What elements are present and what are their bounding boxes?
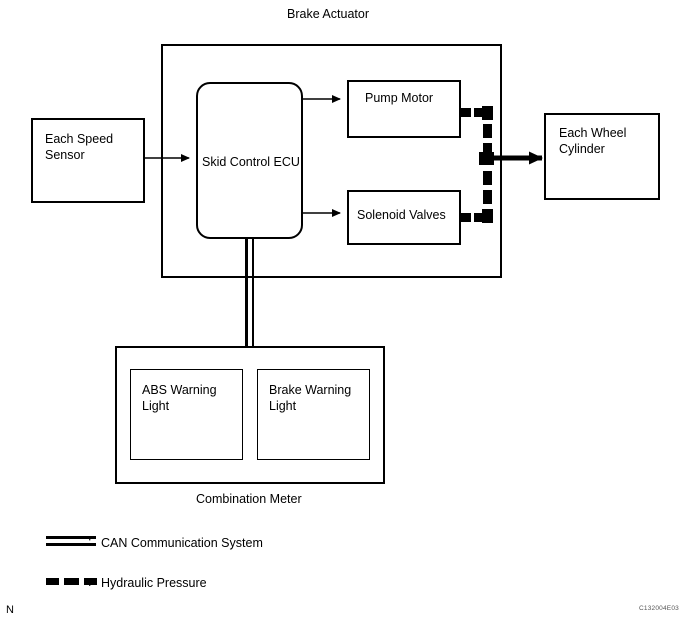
hydraulic-dash — [483, 171, 492, 185]
each-speed-sensor-label: Each Speed Sensor — [45, 132, 114, 162]
hydraulic-dash — [483, 190, 492, 204]
hydraulic-dash — [482, 209, 493, 223]
page-mark: N — [6, 604, 14, 616]
legend-can-label: CAN Communication System — [101, 536, 263, 550]
combination-meter-caption: Combination Meter — [196, 492, 302, 506]
solenoid-valves-label: Solenoid Valves — [357, 208, 446, 222]
diagram-title: Brake Actuator — [287, 7, 369, 21]
hydraulic-dash — [482, 106, 493, 120]
pump-motor-block: Pump Motor — [347, 80, 461, 138]
can-line-left-rail — [245, 238, 248, 348]
legend-can-separator: : — [88, 535, 92, 549]
legend-hydraulic-separator: : — [88, 575, 92, 589]
skid-control-ecu-label: Skid Control ECU — [202, 155, 300, 169]
pump-motor-label: Pump Motor — [365, 91, 434, 105]
hydraulic-dash — [483, 143, 492, 156]
legend-hydraulic-label: Hydraulic Pressure — [101, 576, 207, 590]
skid-control-ecu-block: Skid Control ECU — [196, 82, 303, 239]
each-wheel-cylinder-label: Each Wheel Cylinder — [559, 126, 627, 156]
each-wheel-cylinder-block: Each Wheel Cylinder — [544, 113, 660, 200]
hydraulic-dash-junction — [479, 152, 494, 165]
brake-warning-light-label: Brake Warning Light — [269, 383, 352, 413]
hydraulic-dash — [483, 124, 492, 138]
can-line-right-rail — [251, 238, 254, 348]
each-speed-sensor-block: Each Speed Sensor — [31, 118, 145, 203]
brake-warning-light-block: Brake Warning Light — [257, 369, 370, 460]
abs-warning-light-block: ABS Warning Light — [130, 369, 243, 460]
figure-code: C132004E03 — [639, 605, 679, 612]
abs-warning-light-label: ABS Warning Light — [142, 383, 217, 413]
hydraulic-dash — [474, 213, 486, 222]
hydraulic-dash — [474, 108, 486, 117]
hydraulic-dash — [461, 213, 471, 222]
solenoid-valves-block: Solenoid Valves — [347, 190, 461, 245]
hydraulic-dash — [461, 108, 471, 117]
